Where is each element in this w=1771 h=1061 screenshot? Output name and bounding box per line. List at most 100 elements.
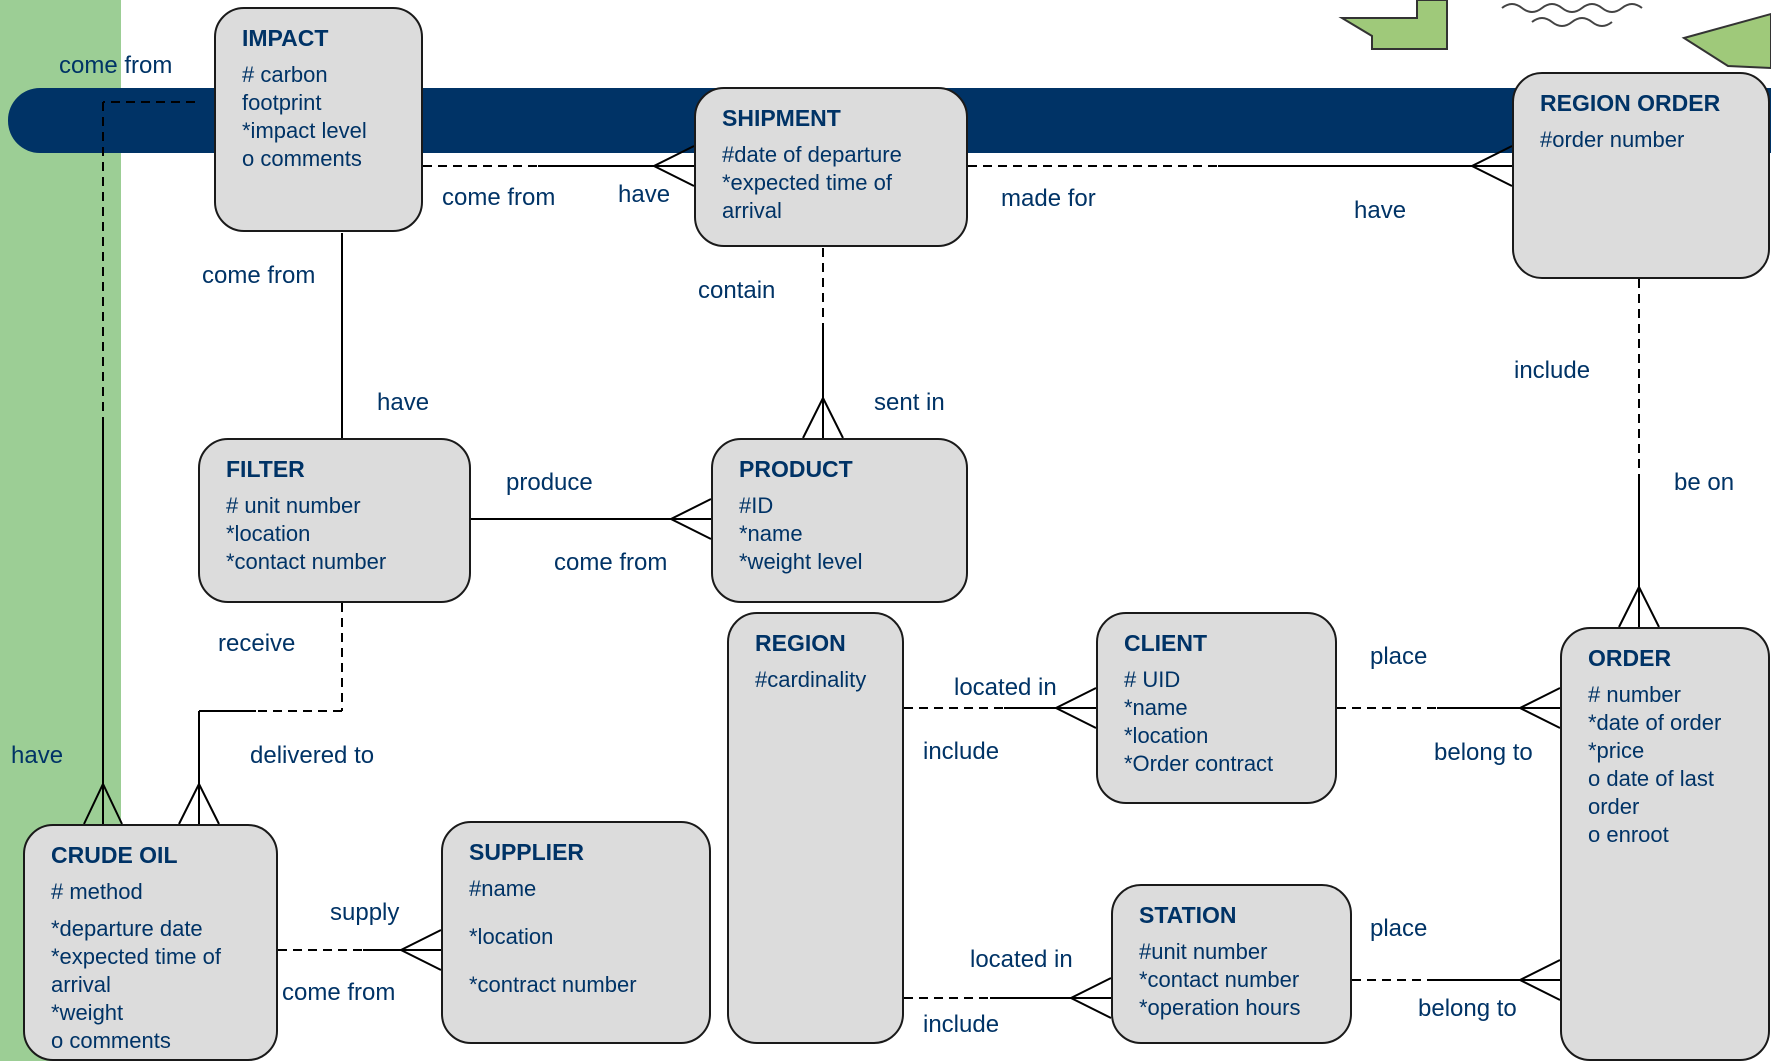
crowsfoot-crude-left	[83, 781, 123, 825]
rel-label: have	[1354, 197, 1407, 224]
rel-label: place	[1370, 643, 1428, 670]
entity-attribute: #name	[469, 876, 537, 901]
entity-attribute: # carbon	[242, 62, 328, 87]
entity-impact[interactable]: IMPACT # carbon footprint *impact level …	[214, 7, 423, 232]
rel-label: include	[923, 1011, 1000, 1038]
entity-title: CLIENT	[1124, 630, 1208, 656]
entity-attribute: #order number	[1540, 127, 1685, 152]
rel-label: produce	[506, 469, 593, 496]
entity-product[interactable]: PRODUCT #ID *name *weight level	[711, 438, 968, 603]
rel-label: contain	[698, 277, 776, 304]
crowsfoot-order-left-1	[1517, 687, 1561, 729]
rel-label: include	[923, 738, 1000, 765]
entity-attribute: *weight	[51, 1000, 124, 1025]
entity-region[interactable]: REGION #cardinality	[727, 612, 904, 1044]
entity-title: CRUDE OIL	[51, 842, 178, 868]
entity-attribute: *price	[1588, 738, 1645, 763]
entity-order[interactable]: ORDER # number *date of order *price o d…	[1560, 627, 1770, 1061]
entity-attributes: #cardinality	[755, 666, 892, 694]
rel-label: receive	[218, 630, 296, 657]
entity-attribute: # number	[1588, 682, 1681, 707]
rel-label: supply	[330, 899, 400, 926]
rel-label: come from	[554, 549, 668, 576]
entity-attribute: *contact number	[1139, 967, 1300, 992]
entity-title: STATION	[1139, 902, 1237, 928]
entity-attribute: *location	[1124, 723, 1209, 748]
entity-attribute: #date of departure	[722, 142, 902, 167]
crowsfoot-shipment	[651, 145, 695, 187]
rel-label: come from	[59, 52, 173, 79]
rel-label: have	[377, 389, 430, 416]
entity-filter[interactable]: FILTER # unit number *location *contact …	[198, 438, 471, 603]
crowsfoot-regionorder	[1469, 145, 1513, 187]
entity-attribute: *contact number	[226, 549, 387, 574]
entity-attributes: # UID *name *location *Order contract	[1124, 666, 1325, 778]
entity-shipment[interactable]: SHIPMENT #date of departure *expected ti…	[694, 87, 968, 247]
entity-attribute: *departure date	[51, 916, 203, 941]
left-arrow-icon	[1681, 12, 1771, 70]
crowsfoot-supplier	[398, 929, 442, 971]
entity-attribute: o comments	[51, 1028, 171, 1053]
entity-attribute: #unit number	[1139, 939, 1268, 964]
entity-attribute: # UID	[1124, 667, 1181, 692]
entity-client[interactable]: CLIENT # UID *name *location *Order cont…	[1096, 612, 1337, 804]
rel-label: delivered to	[250, 742, 375, 769]
rel-label: include	[1514, 357, 1591, 384]
rel-label: sent in	[874, 389, 945, 416]
rel-label: have	[618, 181, 671, 208]
rel-label: come from	[202, 262, 316, 289]
entity-attribute: *date of order	[1588, 710, 1722, 735]
entity-attribute: # method	[51, 879, 143, 904]
crowsfoot-product-left	[668, 498, 712, 540]
rel-label: come from	[282, 979, 396, 1006]
entity-attributes: # carbon footprint *impact level o comme…	[242, 61, 411, 173]
entity-attribute: *Order contract	[1124, 751, 1274, 776]
entity-attributes: #unit number *contact number *operation …	[1139, 938, 1340, 1022]
entity-attribute: arrival	[722, 198, 782, 223]
crowsfoot-order-top	[1618, 584, 1660, 628]
rel-label: come from	[442, 184, 556, 211]
left-arrow-icon	[1338, 0, 1448, 50]
entity-attributes: # unit number *location *contact number	[226, 492, 459, 576]
entity-attribute: o enroot	[1588, 822, 1669, 847]
entity-attribute: arrival	[51, 972, 111, 997]
entity-attributes: # method *departure date *expected time …	[51, 878, 266, 1055]
entity-crude-oil[interactable]: CRUDE OIL # method *departure date *expe…	[23, 824, 278, 1061]
entity-attribute: *expected time of	[722, 170, 892, 195]
rel-label: located in	[970, 946, 1073, 973]
crowsfoot-product	[802, 395, 844, 439]
waves-icon	[1501, 3, 1643, 27]
entity-attribute: *name	[739, 521, 803, 546]
entity-title: REGION ORDER	[1540, 90, 1721, 116]
entity-title: IMPACT	[242, 25, 329, 51]
entity-attribute: o comments	[242, 146, 362, 171]
crowsfoot-client	[1053, 687, 1097, 729]
entity-title: PRODUCT	[739, 456, 853, 482]
entity-attribute: *weight level	[739, 549, 863, 574]
rel-label: be on	[1674, 469, 1735, 496]
entity-attribute: *impact level	[242, 118, 367, 143]
entity-supplier[interactable]: SUPPLIER #name *location *contract numbe…	[441, 821, 711, 1044]
entity-attributes: #ID *name *weight level	[739, 492, 956, 576]
entity-attributes: # number *date of order *price o date of…	[1588, 681, 1758, 849]
entity-title: ORDER	[1588, 645, 1672, 671]
rel-label: place	[1370, 915, 1428, 942]
rel-label: located in	[954, 674, 1057, 701]
entity-region-order[interactable]: REGION ORDER #order number	[1512, 72, 1770, 279]
entity-attributes: #order number	[1540, 126, 1758, 154]
entity-attribute: #ID	[739, 493, 774, 518]
entity-attributes: #date of departure *expected time of arr…	[722, 141, 956, 225]
rel-label: made for	[1001, 185, 1096, 212]
entity-attribute: *expected time of	[51, 944, 221, 969]
entity-attribute: *contract number	[469, 972, 637, 997]
rel-label: belong to	[1418, 995, 1517, 1022]
entity-station[interactable]: STATION #unit number *contact number *op…	[1111, 884, 1352, 1044]
entity-attribute: *location	[226, 521, 311, 546]
entity-attribute: o date of last	[1588, 766, 1714, 791]
entity-title: FILTER	[226, 456, 305, 482]
entity-title: SUPPLIER	[469, 839, 585, 865]
rel-label: belong to	[1434, 739, 1533, 766]
rel-label: have	[11, 742, 64, 769]
entity-title: SHIPMENT	[722, 105, 841, 131]
